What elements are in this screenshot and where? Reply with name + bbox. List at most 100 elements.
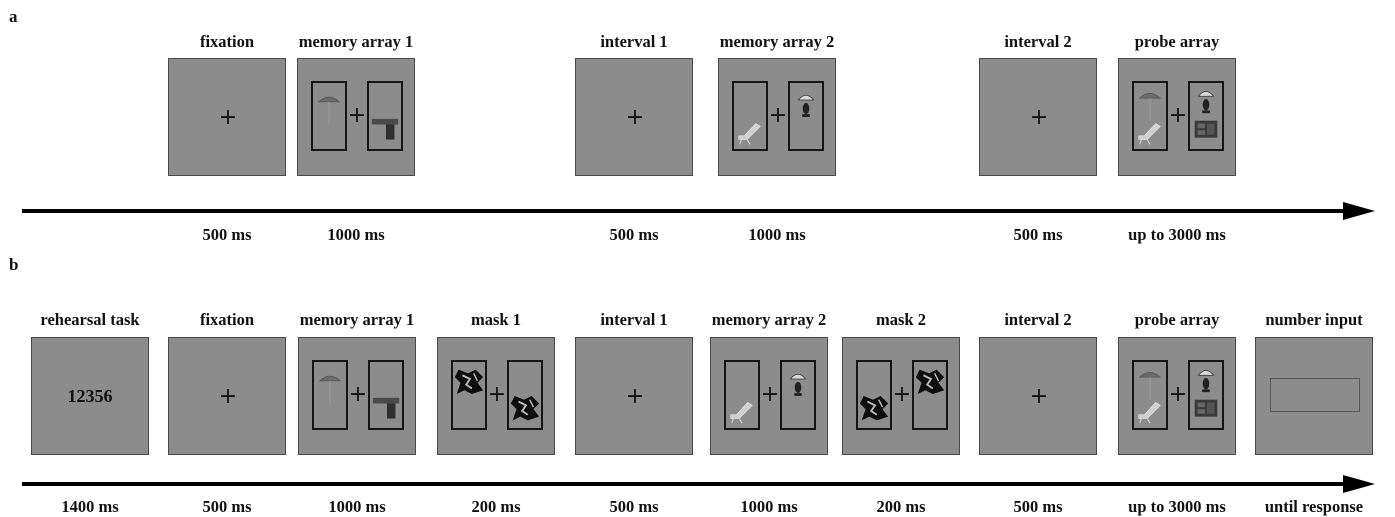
panel-letter: a	[9, 7, 18, 26]
fixation-cross-icon: +	[625, 384, 645, 409]
array-screen: +	[718, 58, 836, 176]
table-icon	[372, 397, 400, 419]
event-label: rehearsal task	[40, 310, 140, 329]
left-item-frame	[724, 360, 760, 430]
fixation-cross-icon: +	[348, 382, 368, 407]
event-duration: 500 ms	[1013, 497, 1063, 516]
fixation-screen: +	[168, 337, 286, 455]
number-screen: 12356	[31, 337, 149, 455]
umbrella+chair-icon	[1138, 93, 1162, 145]
right-item-frame	[912, 360, 948, 430]
event-duration: 1000 ms	[748, 225, 806, 244]
left-item-frame	[312, 360, 348, 430]
right-item-frame	[780, 360, 816, 430]
chair-icon	[730, 402, 753, 424]
event-duration: 1000 ms	[740, 497, 798, 516]
chair-icon	[738, 123, 761, 145]
rehearsal-number: 12356	[67, 386, 113, 406]
right-item-frame	[788, 81, 824, 151]
right-item-frame	[367, 81, 403, 151]
timeline-arrow-shaft	[22, 209, 1345, 213]
fixation-cross-icon: +	[768, 103, 788, 128]
event-label: memory array 2	[711, 310, 827, 329]
right-item-frame	[368, 360, 404, 430]
fixation-cross-icon: +	[1029, 384, 1049, 409]
timeline-arrowhead-icon	[1343, 475, 1375, 493]
event-label: mask 2	[876, 310, 926, 329]
array-screen: +	[1118, 58, 1236, 176]
event-label: memory array 1	[298, 32, 414, 51]
umbrella+chair-icon	[1138, 372, 1162, 424]
event-duration: 1400 ms	[61, 497, 119, 516]
event-label: interval 2	[1004, 310, 1072, 329]
fixation-screen: +	[575, 58, 693, 176]
lamp+desk-icon	[1194, 370, 1218, 417]
fixation-screen: +	[979, 58, 1097, 176]
lamp-icon	[797, 94, 815, 117]
fixation-cross-icon: +	[218, 384, 238, 409]
umbrella-icon	[318, 375, 342, 404]
fixation-screen: +	[575, 337, 693, 455]
fixation-screen: +	[979, 337, 1097, 455]
left-item-frame	[311, 81, 347, 151]
event-duration: 1000 ms	[327, 225, 385, 244]
event-duration: until response	[1264, 497, 1364, 516]
event-label: probe array	[1134, 310, 1220, 329]
event-duration: 500 ms	[202, 225, 252, 244]
mask-top-icon	[454, 369, 484, 395]
event-label: number input	[1265, 310, 1363, 329]
fixation-cross-icon: +	[760, 382, 780, 407]
left-item-frame	[856, 360, 892, 430]
fixation-cross-icon: +	[1168, 382, 1188, 407]
array-screen: +	[842, 337, 960, 455]
array-screen: +	[297, 58, 415, 176]
array-screen: +	[437, 337, 555, 455]
left-item-frame	[1132, 360, 1168, 430]
timeline-arrowhead-icon	[1343, 202, 1375, 220]
input-screen	[1255, 337, 1373, 455]
event-label: interval 1	[600, 310, 668, 329]
mask-bottom-icon	[510, 395, 540, 421]
array-screen: +	[1118, 337, 1236, 455]
lamp-icon	[789, 373, 807, 396]
event-duration: 500 ms	[1013, 225, 1063, 244]
event-label: memory array 1	[299, 310, 415, 329]
event-duration: 500 ms	[202, 497, 252, 516]
fixation-cross-icon: +	[1029, 105, 1049, 130]
event-duration: 200 ms	[471, 497, 521, 516]
event-label: mask 1	[471, 310, 521, 329]
fixation-cross-icon: +	[218, 105, 238, 130]
number-input-field[interactable]	[1270, 378, 1360, 412]
lamp+desk-icon	[1194, 91, 1218, 138]
event-duration: 1000 ms	[328, 497, 386, 516]
right-item-frame	[507, 360, 543, 430]
fixation-cross-icon: +	[487, 382, 507, 407]
event-label: interval 1	[600, 32, 668, 51]
fixation-cross-icon: +	[892, 382, 912, 407]
left-item-frame	[1132, 81, 1168, 151]
left-item-frame	[451, 360, 487, 430]
mask-bottom-icon	[859, 395, 889, 421]
table-icon	[371, 118, 399, 140]
umbrella-icon	[317, 96, 341, 125]
timeline-arrow-shaft	[22, 482, 1345, 486]
array-screen: +	[710, 337, 828, 455]
panel-letter: b	[9, 255, 19, 274]
right-item-frame	[1188, 360, 1224, 430]
event-label: memory array 2	[719, 32, 835, 51]
event-label: interval 2	[1004, 32, 1072, 51]
fixation-cross-icon: +	[625, 105, 645, 130]
event-duration: up to 3000 ms	[1128, 225, 1226, 244]
left-item-frame	[732, 81, 768, 151]
fixation-cross-icon: +	[347, 103, 367, 128]
mask-top-icon	[915, 369, 945, 395]
event-duration: up to 3000 ms	[1128, 497, 1226, 516]
fixation-screen: +	[168, 58, 286, 176]
event-duration: 500 ms	[609, 225, 659, 244]
event-duration: 500 ms	[609, 497, 659, 516]
event-duration: 200 ms	[876, 497, 926, 516]
array-screen: +	[298, 337, 416, 455]
right-item-frame	[1188, 81, 1224, 151]
event-label: probe array	[1134, 32, 1220, 51]
fixation-cross-icon: +	[1168, 103, 1188, 128]
